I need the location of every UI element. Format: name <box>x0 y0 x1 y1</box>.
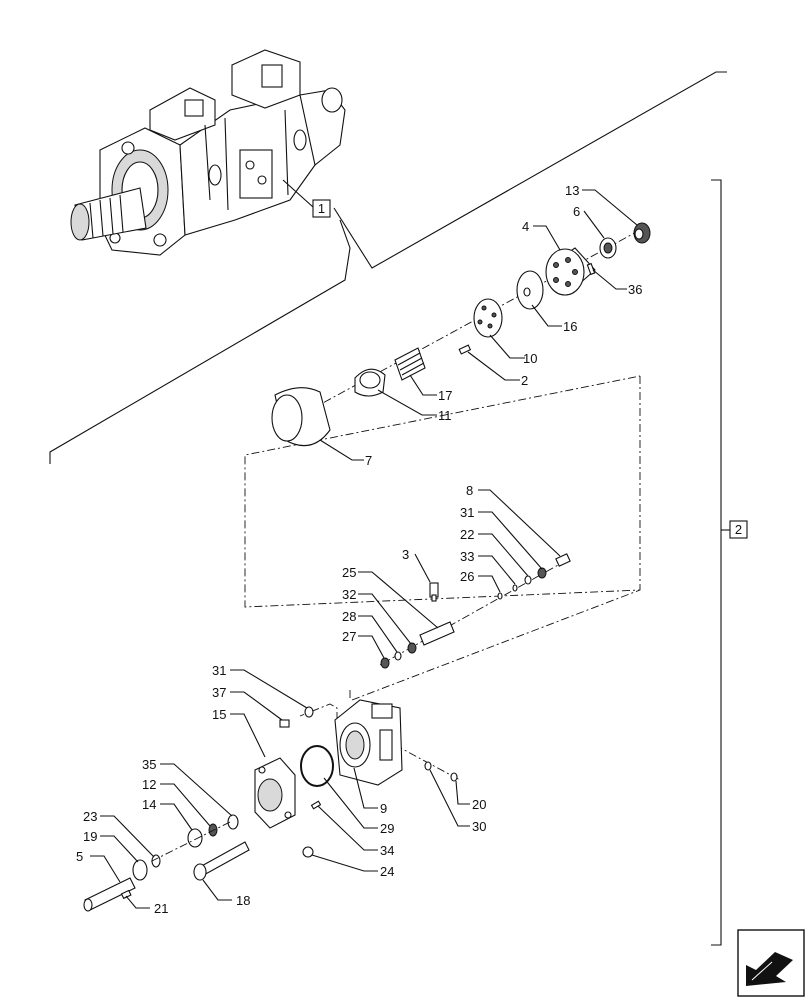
callout-7[interactable]: 7 <box>365 453 372 468</box>
callout-20[interactable]: 20 <box>472 797 486 812</box>
callout-34[interactable]: 34 <box>380 843 394 858</box>
callout-30[interactable]: 30 <box>472 819 486 834</box>
callout-31-upper[interactable]: 31 <box>460 505 474 520</box>
callout-9[interactable]: 9 <box>380 801 387 816</box>
callout-36[interactable]: 36 <box>628 282 642 297</box>
callout-12[interactable]: 12 <box>142 777 156 792</box>
callout-24[interactable]: 24 <box>380 864 394 879</box>
callout-32[interactable]: 32 <box>342 587 356 602</box>
callout-17[interactable]: 17 <box>438 388 452 403</box>
callout-4[interactable]: 4 <box>522 219 529 234</box>
callout-37[interactable]: 37 <box>212 685 226 700</box>
callout-29[interactable]: 29 <box>380 821 394 836</box>
callout-3[interactable]: 3 <box>402 547 409 562</box>
callout-2-pin[interactable]: 2 <box>521 373 528 388</box>
callout-2[interactable]: 2 <box>735 522 742 537</box>
callout-1[interactable]: 1 <box>318 201 325 216</box>
callout-16[interactable]: 16 <box>563 319 577 334</box>
callout-21[interactable]: 21 <box>154 901 168 916</box>
lower-parts-assembly <box>83 589 641 912</box>
callout-6[interactable]: 6 <box>573 204 580 219</box>
callout-19[interactable]: 19 <box>83 829 97 844</box>
callout-8[interactable]: 8 <box>466 483 473 498</box>
callout-26[interactable]: 26 <box>460 569 474 584</box>
callout-13[interactable]: 13 <box>565 183 579 198</box>
callout-18[interactable]: 18 <box>236 893 250 908</box>
callout-22[interactable]: 22 <box>460 527 474 542</box>
callout-25[interactable]: 25 <box>342 565 356 580</box>
callout-10[interactable]: 10 <box>523 351 537 366</box>
callout-27[interactable]: 27 <box>342 629 356 644</box>
callout-11[interactable]: 11 <box>438 408 452 423</box>
next-page-arrow-icon[interactable] <box>737 929 805 997</box>
callout-28[interactable]: 28 <box>342 609 356 624</box>
callout-35[interactable]: 35 <box>142 757 156 772</box>
callout-31-lower[interactable]: 31 <box>212 663 226 678</box>
valve-parts-chain <box>379 553 571 669</box>
assembly-boundary-lines <box>49 71 732 946</box>
callout-labels: 13 6 4 36 16 10 2 17 11 7 8 31 22 3 33 2… <box>76 183 642 916</box>
callout-33[interactable]: 33 <box>460 549 474 564</box>
callout-box-1[interactable] <box>312 199 331 218</box>
upper-parts-chain <box>271 222 651 447</box>
callout-leaders <box>90 189 638 909</box>
callout-23[interactable]: 23 <box>83 809 97 824</box>
pump-assembly-illustration <box>70 49 346 256</box>
callout-15[interactable]: 15 <box>212 707 226 722</box>
callout-14[interactable]: 14 <box>142 797 156 812</box>
callout-box-2[interactable] <box>729 520 748 539</box>
callout-5[interactable]: 5 <box>76 849 83 864</box>
